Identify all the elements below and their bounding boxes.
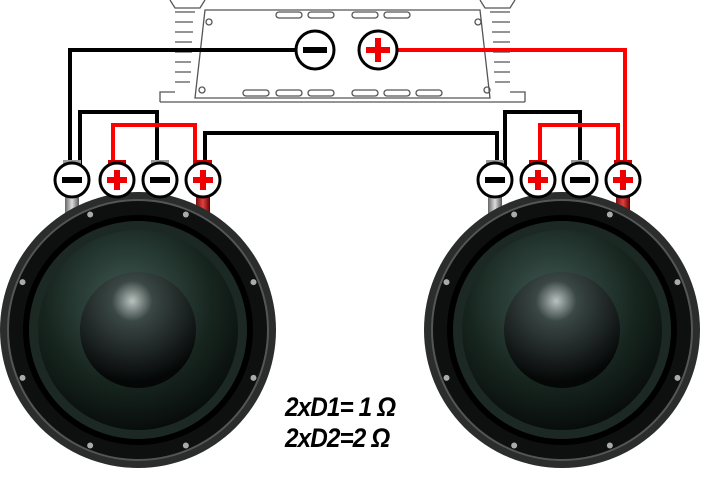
screw-icon bbox=[443, 374, 450, 381]
screw-icon bbox=[674, 374, 681, 381]
wire-speaker-link bbox=[203, 131, 499, 175]
amplifier bbox=[159, 0, 526, 103]
screw-icon bbox=[443, 279, 450, 286]
screw-icon bbox=[674, 279, 681, 286]
amp-positive-terminal bbox=[357, 29, 399, 71]
screw-icon bbox=[87, 211, 94, 218]
speaker-right-positive-terminal bbox=[604, 160, 642, 199]
screw-icon bbox=[19, 374, 26, 381]
speaker-left-negative-terminal bbox=[53, 160, 91, 199]
speaker-left-positive-terminal bbox=[98, 160, 136, 199]
screw-icon bbox=[182, 211, 189, 218]
wire-right-jumper-neg bbox=[503, 110, 582, 175]
screw-icon bbox=[87, 442, 94, 449]
speaker-left-negative-terminal bbox=[141, 160, 179, 199]
wire-left-jumper-neg bbox=[78, 110, 159, 175]
speaker-right bbox=[424, 160, 700, 468]
wire-amp-negative bbox=[68, 48, 315, 175]
screw-icon bbox=[606, 442, 613, 449]
speaker-left bbox=[0, 160, 276, 468]
speaker-right-negative-terminal bbox=[476, 160, 514, 199]
speaker-right-negative-terminal bbox=[561, 160, 599, 199]
wires bbox=[68, 48, 627, 175]
amp-negative-terminal bbox=[294, 29, 336, 71]
caption-d2: 2xD2=2 Ω bbox=[285, 423, 390, 453]
screw-icon bbox=[250, 279, 257, 286]
caption-d1: 2xD1= 1 Ω bbox=[285, 392, 396, 422]
screw-icon bbox=[511, 442, 518, 449]
wire-right-jumper-pos bbox=[538, 123, 620, 175]
screw-icon bbox=[19, 279, 26, 286]
speaker-left-positive-terminal bbox=[184, 160, 222, 199]
screw-icon bbox=[511, 211, 518, 218]
speaker-right-positive-terminal bbox=[519, 160, 557, 199]
wire-left-jumper-pos bbox=[111, 123, 197, 175]
screw-icon bbox=[250, 374, 257, 381]
screw-icon bbox=[182, 442, 189, 449]
screw-icon bbox=[606, 211, 613, 218]
wire-amp-positive bbox=[378, 48, 627, 175]
